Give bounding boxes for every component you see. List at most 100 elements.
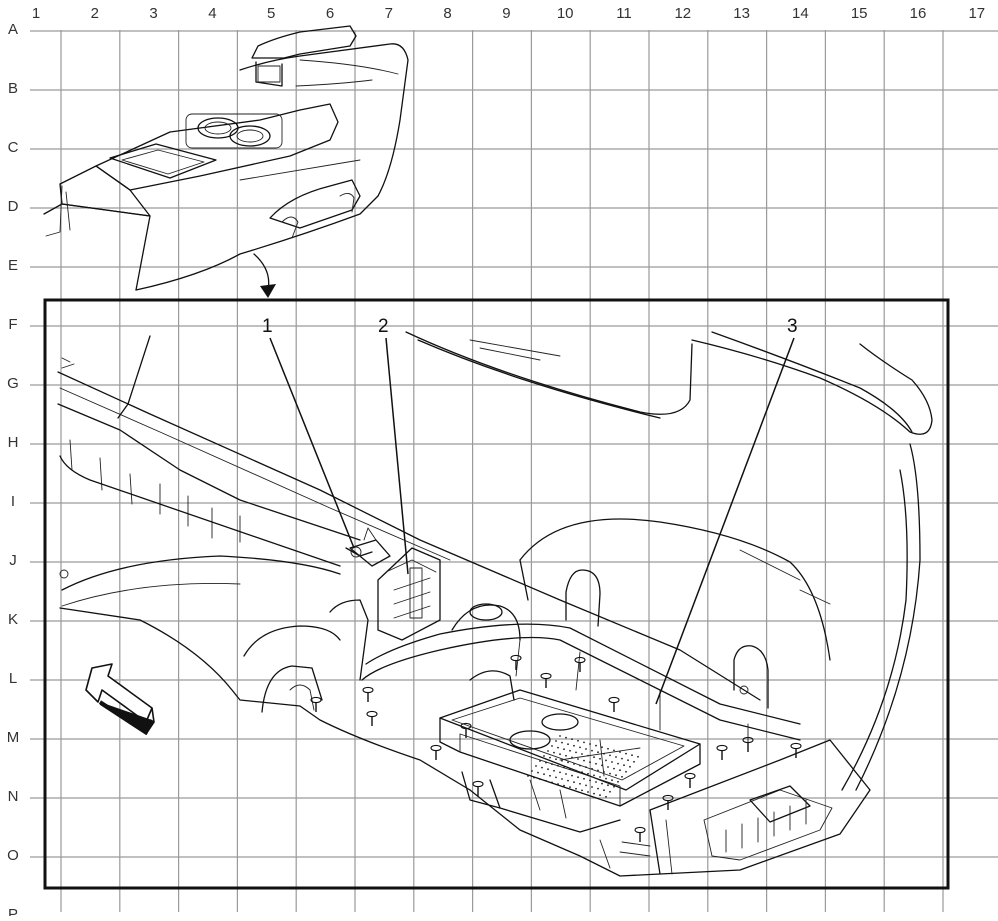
- perforation-hole: [585, 766, 587, 769]
- fastener-icon: [510, 654, 522, 670]
- grid-column-label: 13: [733, 5, 750, 22]
- perforation-hole: [569, 786, 571, 789]
- grid-column-label: 16: [910, 5, 927, 22]
- perforation-hole: [601, 746, 603, 749]
- grid-row-label: A: [8, 21, 18, 38]
- grid-column-label: 10: [557, 5, 574, 22]
- perforation-hole: [605, 759, 607, 762]
- perforation-hole: [567, 779, 569, 782]
- perforation-hole: [589, 779, 591, 782]
- perforation-hole: [547, 768, 549, 771]
- perforation-hole: [577, 739, 579, 742]
- perforation-hole: [611, 761, 613, 763]
- perforation-hole: [595, 744, 597, 747]
- perforation-hole: [591, 749, 593, 752]
- grid-row-label: L: [9, 670, 17, 687]
- fastener-icon: [540, 672, 552, 688]
- perforation-hole: [539, 760, 541, 762]
- fastener-icon: [634, 826, 646, 842]
- grid-column-label: 2: [91, 5, 99, 22]
- grid-row-label: E: [8, 257, 18, 274]
- fastener-icon: [574, 656, 586, 672]
- perforation-hole: [557, 783, 559, 785]
- perforation-hole: [589, 761, 591, 764]
- perforation-hole: [597, 751, 599, 754]
- perforation-hole: [547, 750, 549, 752]
- perforation-hole: [613, 749, 615, 752]
- perforation-hole: [575, 769, 577, 772]
- perforation-hole: [589, 743, 591, 745]
- perforation-hole: [623, 764, 625, 767]
- perforation-hole: [559, 753, 561, 756]
- perforation-hole: [579, 746, 581, 749]
- perforation-hole: [593, 792, 595, 795]
- grid-row-label: J: [9, 552, 17, 569]
- grid-column-label: 17: [968, 5, 985, 22]
- perforation-hole: [563, 766, 565, 769]
- perforation-hole: [549, 774, 551, 777]
- perforation-hole: [567, 761, 569, 764]
- grid-row-label: D: [8, 198, 19, 215]
- grid-column-label: 7: [385, 5, 393, 22]
- perforation-hole: [595, 762, 597, 765]
- grid-column-label: 3: [149, 5, 157, 22]
- perforation-hole: [633, 760, 635, 763]
- fastener-icon: [310, 696, 322, 712]
- perforation-hole: [599, 757, 601, 760]
- perforation-hole: [549, 756, 551, 759]
- perforation-hole: [541, 766, 543, 769]
- perforation-hole: [557, 764, 559, 767]
- perforation-hole: [565, 773, 567, 775]
- perforation-hole: [575, 787, 577, 790]
- perforation-hole: [619, 751, 621, 753]
- perforation-hole: [583, 741, 585, 744]
- console-overview-icon: [43, 25, 409, 291]
- fastener-set: [310, 654, 802, 842]
- perforation-hole: [583, 759, 585, 762]
- perforation-hole: [613, 767, 615, 770]
- perforation-hole: [579, 764, 581, 767]
- perforation-hole: [599, 794, 601, 797]
- perforation-hole: [551, 745, 553, 747]
- fastener-icon: [716, 744, 728, 760]
- perforation-hole: [555, 776, 557, 779]
- grid-column-label: 15: [851, 5, 868, 22]
- perforation-hole: [581, 771, 583, 774]
- perforation-hole: [561, 778, 563, 780]
- perforation-hole: [621, 757, 623, 760]
- grid-row-label: C: [8, 139, 19, 156]
- floor-console-bracket-illustration: [57, 331, 933, 877]
- grid-row-label: O: [7, 847, 19, 864]
- perforation-hole: [559, 735, 561, 737]
- perforation-hole: [605, 795, 607, 798]
- perforation-hole: [617, 780, 619, 783]
- perforation-hole: [573, 744, 575, 747]
- perforation-hole: [557, 746, 559, 749]
- perforation-hole: [597, 787, 599, 790]
- grid-row-label: B: [8, 80, 18, 97]
- perforation-hole: [569, 749, 571, 752]
- fastener-icon: [662, 794, 674, 810]
- perforation-hole: [599, 776, 601, 778]
- grid-row-label: P: [8, 906, 18, 916]
- reference-grid: [30, 30, 998, 912]
- perforation-hole: [607, 747, 609, 750]
- perforation-hole: [575, 751, 577, 754]
- callout-labels: 1 2 3: [262, 316, 798, 337]
- perforation-hole: [581, 789, 583, 792]
- fastener-icon: [742, 736, 754, 752]
- perforation-hole: [533, 776, 535, 779]
- perforation-hole: [631, 754, 633, 757]
- callout-label: 3: [787, 316, 798, 337]
- perforated-plate: [527, 735, 639, 798]
- perforation-hole: [539, 778, 541, 781]
- perforation-hole: [587, 772, 589, 775]
- perforation-hole: [561, 759, 563, 762]
- perforation-hole: [545, 779, 547, 782]
- perforation-hole: [593, 756, 595, 759]
- grid-column-label: 1: [32, 5, 40, 22]
- fastener-icon: [366, 710, 378, 726]
- perforation-hole: [567, 743, 569, 746]
- perforation-hole: [553, 751, 555, 754]
